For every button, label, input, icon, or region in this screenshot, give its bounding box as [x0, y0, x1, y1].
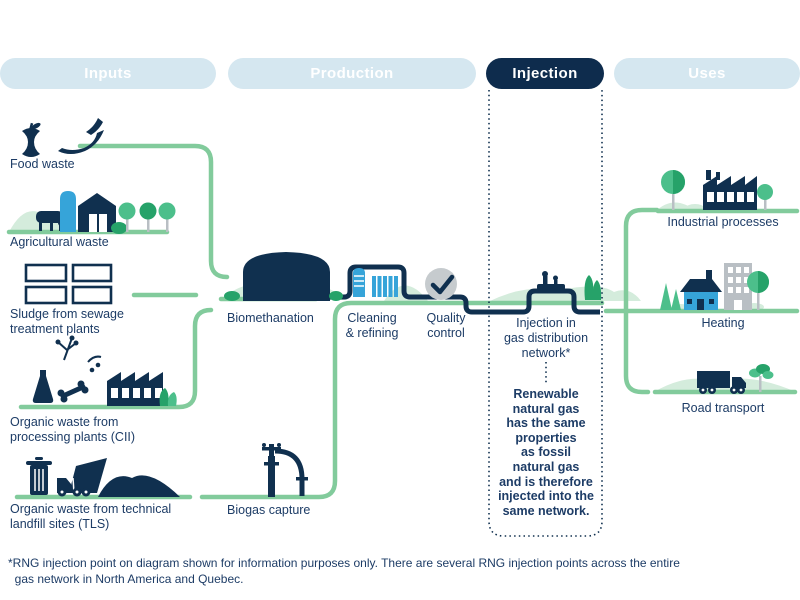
- injection-note: Renewable natural gas has the same prope…: [498, 387, 594, 518]
- biogas-process-line: [199, 300, 605, 500]
- landfill-waste-icon: [26, 457, 180, 497]
- cleaning-refining-label: Cleaning & refining: [345, 311, 399, 340]
- food-waste-label: Food waste: [10, 157, 75, 171]
- injection-valve-icon: [537, 271, 565, 291]
- agricultural-waste-label: Agricultural waste: [10, 235, 109, 249]
- food-waste-icon: [22, 118, 104, 157]
- footnote: *RNG injection point on diagram shown fo…: [8, 556, 680, 586]
- agricultural-waste-icon: [36, 191, 176, 234]
- industrial-processes-label: Industrial processes: [667, 215, 779, 229]
- stage-pill-injection[interactable]: Injection: [486, 58, 604, 89]
- landfill-waste-label: Organic waste from technical landfill si…: [10, 502, 172, 531]
- biogas-capture-label: Biogas capture: [227, 503, 311, 517]
- quality-control-check-icon: [425, 268, 457, 300]
- injection-column-dotted-border: [488, 90, 603, 537]
- road-transport-truck-icon: [697, 364, 774, 394]
- injection-step-label: Injection in gas distribution network*: [503, 316, 589, 360]
- quality-control-label: Quality control: [426, 311, 466, 340]
- food-waste-connector: [77, 143, 230, 280]
- stage-pill-uses[interactable]: Uses: [614, 58, 800, 89]
- biomethanation-label: Biomethanation: [227, 311, 314, 325]
- road-transport-label: Road transport: [681, 401, 765, 415]
- gas-pipe-line: [326, 264, 600, 315]
- cleaning-refining-icon: [353, 268, 398, 297]
- sewage-sludge-icon: [24, 263, 113, 305]
- heating-buildings-icon: [660, 263, 769, 310]
- heating-label: Heating: [701, 316, 745, 330]
- processing-plant-waste-label: Organic waste from processing plants (CI…: [10, 415, 136, 444]
- cii-connector: [18, 307, 214, 410]
- industrial-factory-icon: [661, 170, 773, 210]
- biogas-capture-well-icon: [262, 443, 308, 497]
- stage-pill-inputs[interactable]: Inputs: [0, 58, 216, 89]
- processing-plant-waste-icon: [32, 335, 177, 406]
- injection-trees-icon: [584, 275, 602, 300]
- stage-pill-production[interactable]: Production: [228, 58, 476, 89]
- uses-spine-line: [623, 207, 660, 395]
- connector-lines: [6, 143, 800, 500]
- sewage-sludge-label: Sludge from sewage treatment plants: [10, 307, 124, 336]
- biomethanation-tank-icon: [224, 252, 343, 301]
